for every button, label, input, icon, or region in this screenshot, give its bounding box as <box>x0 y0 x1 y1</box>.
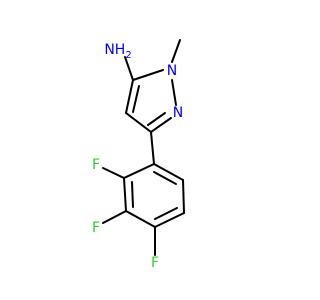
bond-ph4-ph5 <box>154 212 185 228</box>
atom-labels: NH2 N N F F F <box>92 42 183 271</box>
bond-ph2-ph3-double <box>131 181 134 208</box>
bond-ph3-ph4 <box>125 210 156 228</box>
bond-c4-c5-double <box>132 85 140 113</box>
n2-label: N <box>173 105 183 121</box>
n1-label: N <box>167 63 177 79</box>
molecule-drawing: NH2 N N F F F <box>91 39 185 271</box>
bond-ph3-f2 <box>102 210 127 224</box>
f2-label: F <box>92 220 100 236</box>
bond-ph6-ph1 <box>153 163 184 181</box>
bonds <box>102 39 185 256</box>
bond-c5-n1 <box>132 69 164 81</box>
nh2-label: NH2 <box>104 42 131 61</box>
bond-n1-methyl <box>171 39 181 63</box>
bond-ph6-ph1-double <box>153 171 177 185</box>
bond-c5-nh2 <box>124 56 134 81</box>
bond-ph5-ph6 <box>182 179 185 214</box>
bond-c3-phenyl <box>150 131 155 165</box>
bond-c3-c4 <box>125 112 152 133</box>
bond-n2-c3 <box>150 117 172 133</box>
bond-n1-n2 <box>171 79 177 106</box>
bond-n2-c3-double <box>147 112 166 126</box>
bond-ph4-ph5-double <box>154 207 178 220</box>
bond-ph1-ph2 <box>123 163 155 179</box>
bond-ph2-f1 <box>102 167 125 179</box>
bond-c4-c5 <box>125 79 134 114</box>
molecule-structure: NH2 N N F F F <box>92 39 185 271</box>
f3-label: F <box>151 255 159 271</box>
bond-ph2-ph3 <box>123 177 127 212</box>
f1-label: F <box>92 157 100 173</box>
